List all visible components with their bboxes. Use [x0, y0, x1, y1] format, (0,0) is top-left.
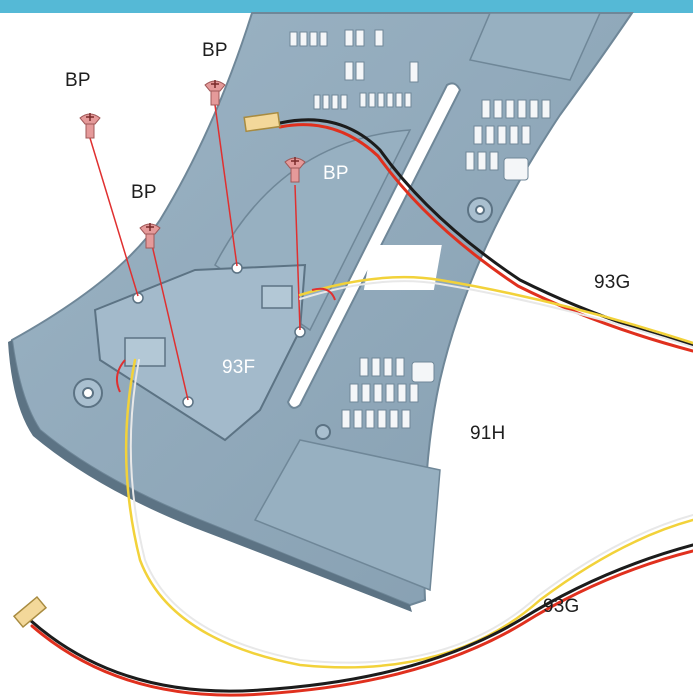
label-93g-bottom: 93G [543, 596, 580, 617]
screw-icon [204, 80, 226, 106]
label-bp-2: BP [202, 40, 228, 61]
guide-lines [89, 104, 301, 401]
board-93f [93, 263, 307, 442]
wire-harness-bottom [28, 358, 693, 697]
screw-icon [139, 223, 161, 249]
upper-plate [468, 12, 602, 81]
screw-icon [284, 157, 306, 183]
arrow-icons [115, 287, 336, 393]
board-connector-block [261, 285, 293, 309]
header-band [0, 0, 693, 13]
wire-harness-top [278, 118, 693, 353]
label-bp-4: BP [131, 182, 157, 203]
grille-top [289, 29, 419, 110]
grille-right [465, 99, 551, 181]
grille-mid [341, 357, 435, 429]
label-91h: 91H [470, 423, 506, 444]
board-block [124, 337, 166, 367]
label-93g-top: 93G [594, 272, 631, 293]
screw-icon [79, 113, 101, 139]
lower-plate [253, 439, 441, 592]
label-bp-3: BP [323, 163, 349, 184]
connector-icon [243, 111, 281, 133]
label-bp-1: BP [65, 70, 91, 91]
label-93f: 93F [222, 357, 256, 378]
connector-icon [12, 595, 48, 629]
